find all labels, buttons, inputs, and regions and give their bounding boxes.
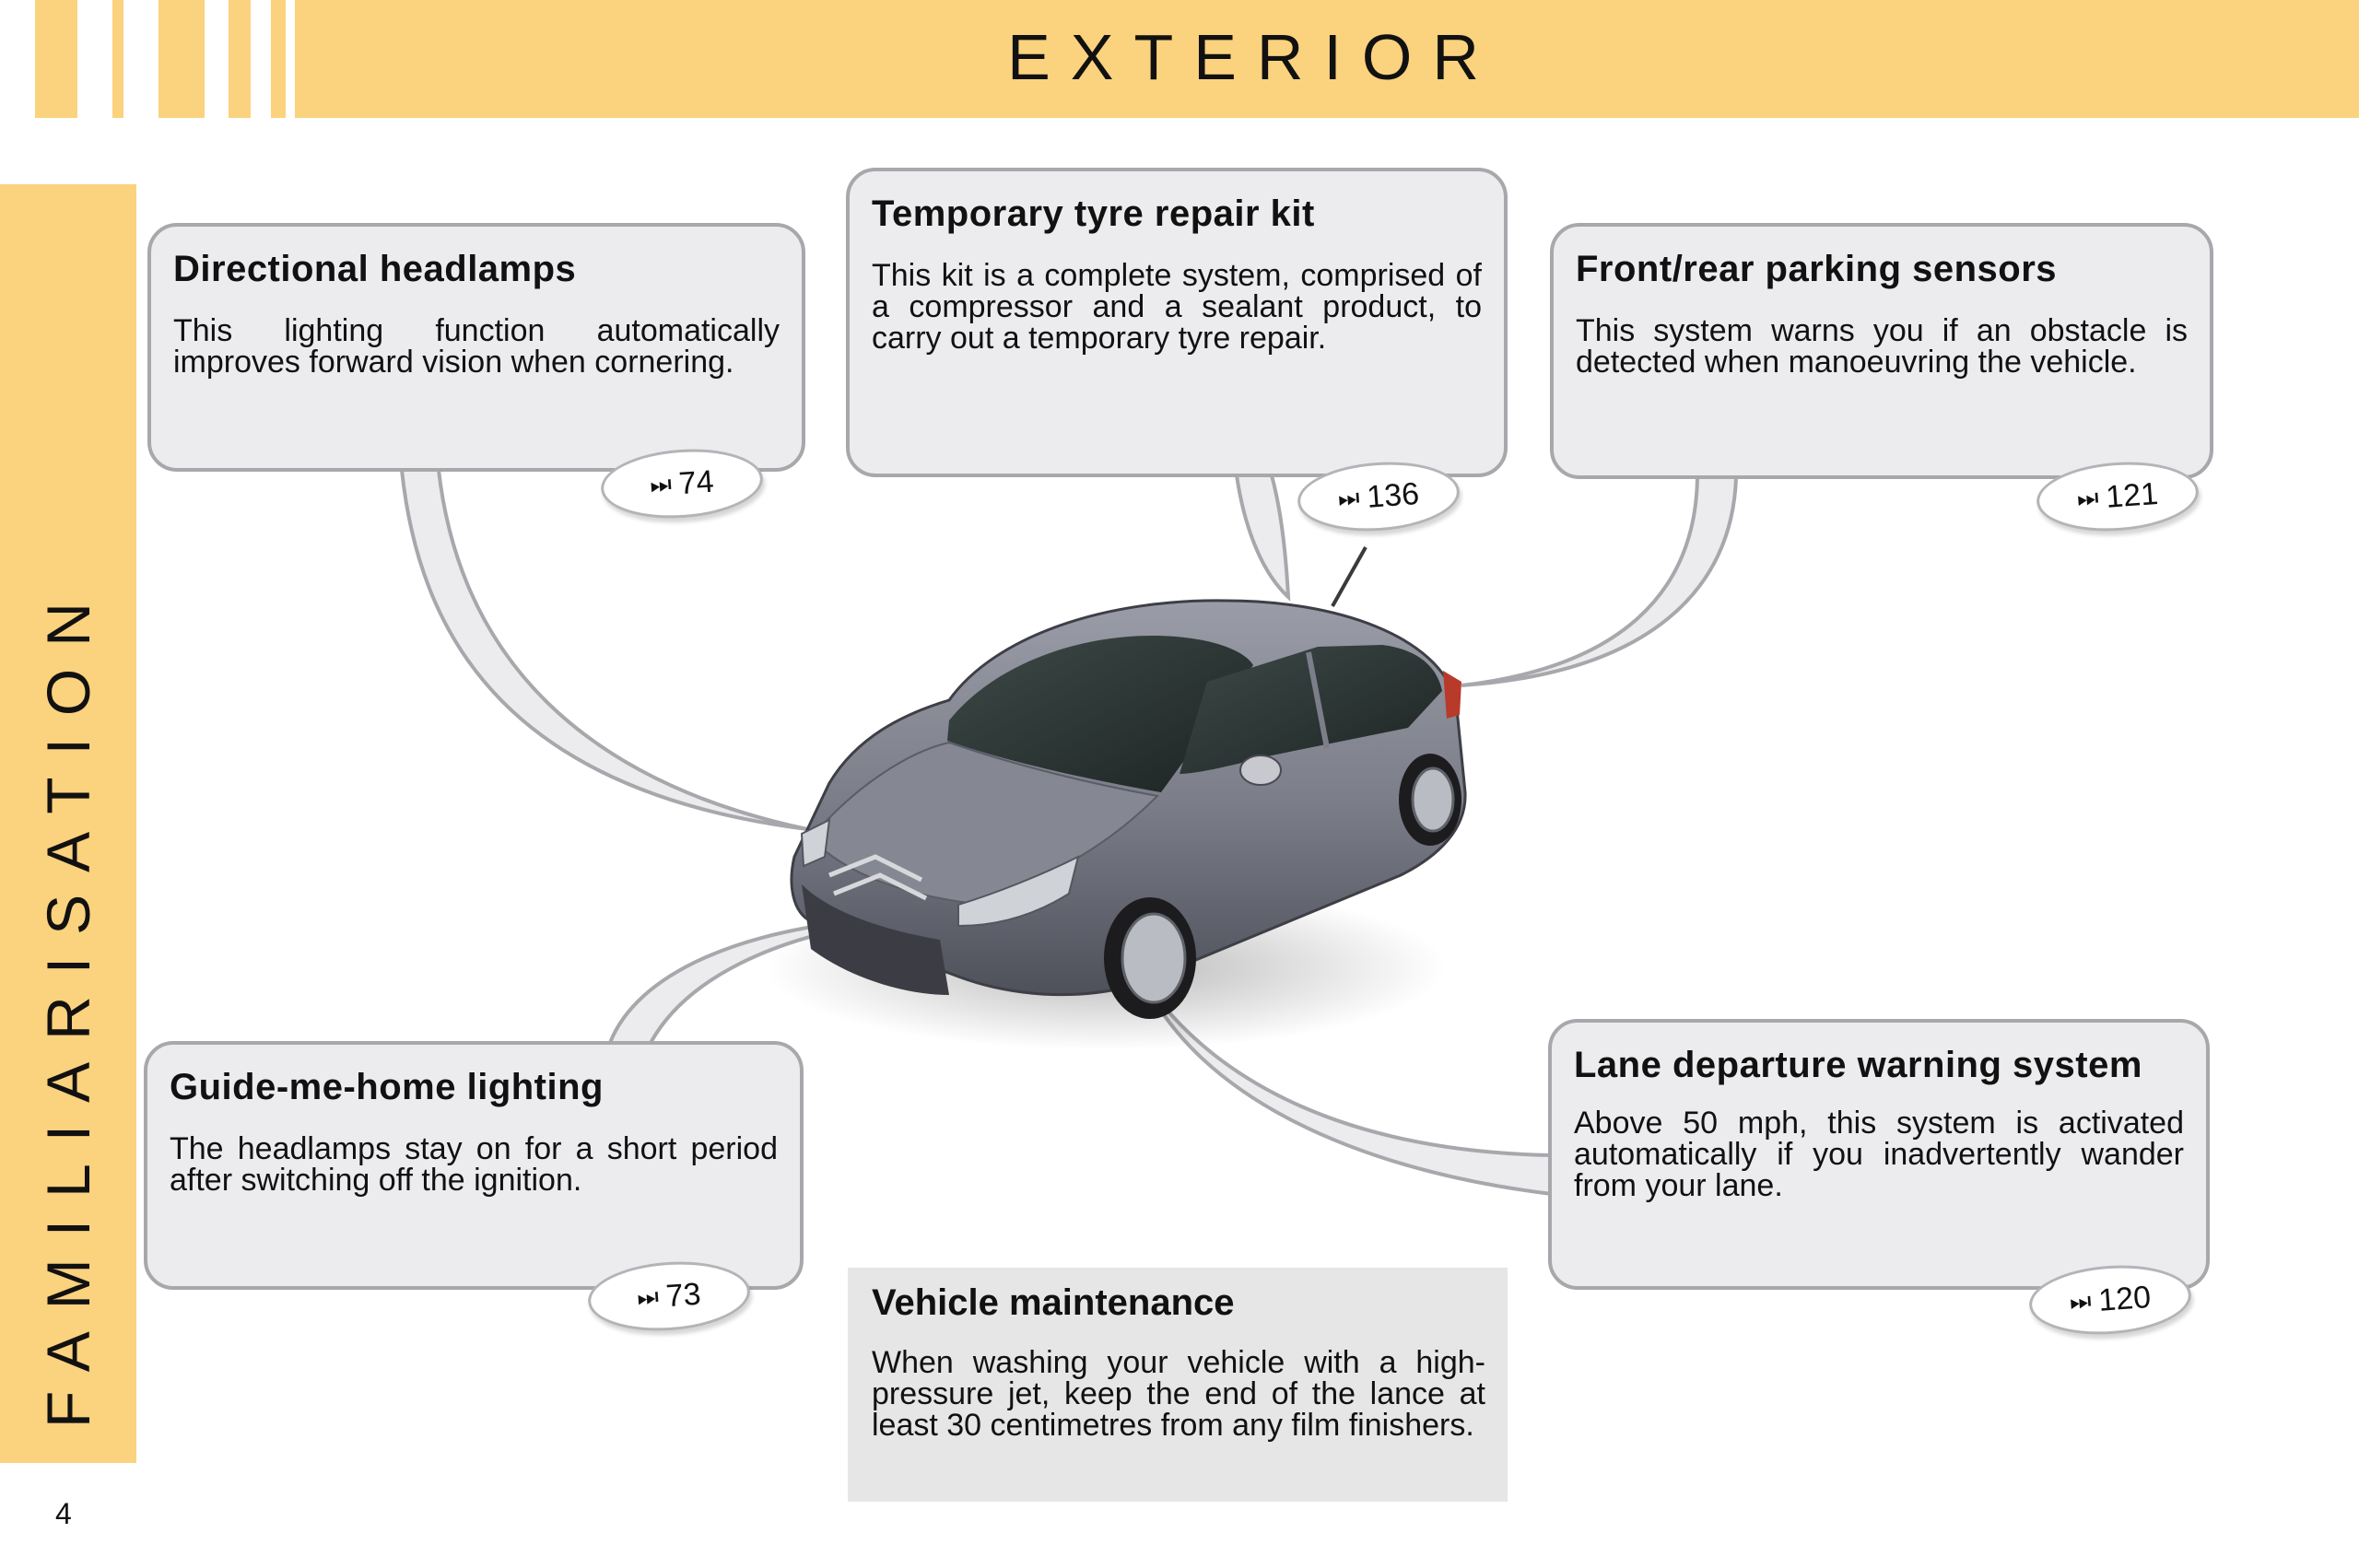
callout-body: This system warns you if an obsta­cle is… <box>1576 313 2188 380</box>
page-ref-number: 121 <box>2104 475 2160 515</box>
callout-title: Temporary tyre repair kit <box>872 193 1315 234</box>
skip-forward-icon: ⏭ <box>1336 483 1359 513</box>
callout-directional-headlamps: Directional headlamps This lighting func… <box>147 223 805 472</box>
vehicle-maintenance-box: Vehicle maintenance When washing your ve… <box>848 1268 1508 1502</box>
callout-body: This kit is a complete system, com­prise… <box>872 258 1482 356</box>
maintenance-title: Vehicle maintenance <box>872 1282 1235 1323</box>
callout-body: The headlamps stay on for a short period… <box>170 1131 778 1198</box>
skip-forward-icon: ⏭ <box>2068 1286 2091 1316</box>
page-ref-number: 136 <box>1365 475 1421 515</box>
callout-guide-me-home: Guide-me-home lighting The headlamps sta… <box>144 1041 804 1290</box>
skip-forward-icon: ⏭ <box>2075 483 2098 513</box>
callout-title: Lane departure warning system <box>1574 1045 2142 1085</box>
page-ref-number: 73 <box>664 1276 702 1314</box>
callout-title: Front/rear parking sensors <box>1576 249 2058 289</box>
page-ref-number: 120 <box>2096 1279 2153 1318</box>
header-band <box>0 0 2359 118</box>
callout-parking-sensors: Front/rear parking sensors This system w… <box>1550 223 2213 479</box>
callout-body: Above 50 mph, this system is acti­vated … <box>1574 1106 2184 1203</box>
skip-forward-icon: ⏭ <box>649 469 671 499</box>
callout-body: This lighting function automatically imp… <box>173 313 780 380</box>
page-title: EXTERIOR <box>1007 21 1499 93</box>
callout-title: Directional headlamps <box>173 249 577 289</box>
maintenance-body: When washing your vehicle with a high-pr… <box>872 1345 1485 1443</box>
skip-forward-icon: ⏭ <box>636 1281 658 1312</box>
callout-tyre-repair-kit: Temporary tyre repair kit This kit is a … <box>846 168 1508 477</box>
leader-directional-headlamps <box>399 468 808 831</box>
page-ref-number: 74 <box>677 463 715 501</box>
page-number: 4 <box>55 1497 72 1530</box>
callout-title: Guide-me-home lighting <box>170 1067 604 1107</box>
section-sidebar: FAMILIARISATION <box>0 184 136 1463</box>
leader-tyre-repair-kit <box>1234 474 1291 602</box>
leader-parking-sensors <box>1461 475 1739 687</box>
header-stripes <box>0 0 295 118</box>
callout-lane-departure: Lane departure warning system Above 50 m… <box>1548 1019 2210 1290</box>
